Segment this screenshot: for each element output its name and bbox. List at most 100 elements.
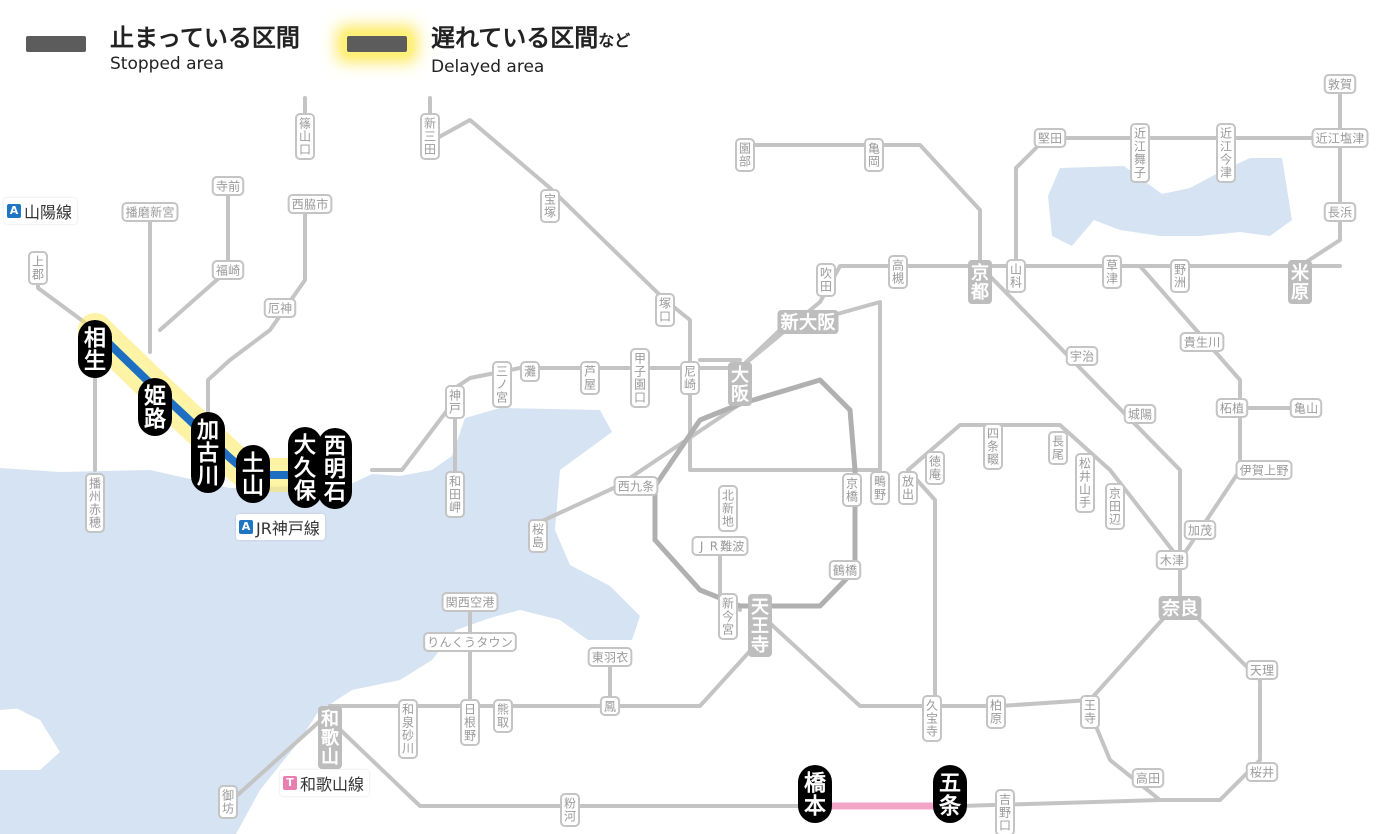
station-kashiwara[interactable]: 柏原 bbox=[986, 695, 1006, 729]
station-box bbox=[78, 320, 112, 378]
station-igaueno[interactable]: 伊賀上野 bbox=[1235, 460, 1293, 480]
station-kyotanabe[interactable]: 京田辺 bbox=[1105, 483, 1125, 530]
station-kibukawa[interactable]: 貴生川 bbox=[1179, 332, 1225, 352]
station-kobe[interactable]: 神戸 bbox=[445, 385, 465, 419]
station-tsukaguchi[interactable]: 塚口 bbox=[655, 293, 675, 327]
station-ashiya[interactable]: 芦屋 bbox=[580, 361, 600, 395]
station-oji[interactable]: 王寺 bbox=[1080, 695, 1100, 729]
station-kitashinchi[interactable]: 北新地 bbox=[718, 485, 738, 532]
station-name-char: 賀 bbox=[1252, 463, 1264, 477]
station-sonobe[interactable]: 園部 bbox=[735, 138, 755, 172]
station-kyoto[interactable]: 京都 bbox=[968, 260, 992, 304]
station-higashihagoromo[interactable]: 東羽衣 bbox=[587, 647, 633, 667]
station-tenri[interactable]: 天理 bbox=[1245, 660, 1279, 680]
station-box bbox=[211, 176, 245, 196]
station-box bbox=[191, 412, 225, 493]
station-sakurai[interactable]: 桜井 bbox=[1245, 762, 1279, 782]
station-name-char: 野 bbox=[999, 806, 1011, 820]
station-okubo[interactable]: 大久保 bbox=[288, 427, 322, 508]
station-tokuan[interactable]: 徳庵 bbox=[925, 451, 945, 485]
station-shinimamiya[interactable]: 新今宮 bbox=[718, 593, 738, 640]
station-wadamisaki[interactable]: 和田岬 bbox=[445, 471, 465, 518]
station-amagasaki[interactable]: 尼崎 bbox=[680, 361, 700, 395]
station-kansaiairport[interactable]: 関西空港 bbox=[441, 592, 499, 612]
station-name-char: 浜 bbox=[1340, 205, 1352, 219]
station-omishiotsu[interactable]: 近江塩津 bbox=[1311, 128, 1369, 148]
station-name-char: 近 bbox=[1134, 127, 1146, 141]
station-nishiwakishi[interactable]: 西脇市 bbox=[287, 194, 333, 214]
station-katata[interactable]: 堅田 bbox=[1033, 128, 1067, 148]
station-kokawa[interactable]: 粉河 bbox=[560, 793, 580, 827]
station-name-char: 柘 bbox=[1220, 401, 1232, 415]
station-takarazuka[interactable]: 宝塚 bbox=[540, 189, 560, 223]
station-kameoka[interactable]: 亀岡 bbox=[864, 138, 884, 172]
station-box bbox=[888, 255, 908, 289]
station-hanaten[interactable]: 放出 bbox=[898, 471, 918, 505]
station-kameyama[interactable]: 亀山 bbox=[1289, 398, 1323, 418]
station-suita[interactable]: 吹田 bbox=[816, 263, 836, 297]
station-yakujin[interactable]: 厄神 bbox=[263, 298, 297, 318]
station-sasayamaguchi[interactable]: 篠山口 bbox=[295, 113, 315, 160]
station-tsuruga[interactable]: 敦賀 bbox=[1323, 74, 1357, 94]
station-uji[interactable]: 宇治 bbox=[1065, 346, 1099, 366]
station-nishiakashi[interactable]: 西明石 bbox=[318, 428, 352, 509]
station-name-char: 三 bbox=[424, 130, 436, 144]
station-rinku[interactable]: りんくうタウン bbox=[423, 632, 517, 652]
station-box bbox=[842, 473, 862, 507]
station-name-char: 寺 bbox=[751, 635, 769, 656]
station-name-char: 鶴 bbox=[833, 562, 845, 577]
station-osaka[interactable]: 大阪 bbox=[728, 362, 752, 406]
station-kusatsu[interactable]: 草津 bbox=[1102, 255, 1122, 289]
station-himeji[interactable]: 姫路 bbox=[138, 378, 172, 436]
station-tennoji[interactable]: 天王寺 bbox=[748, 594, 772, 657]
station-shijonawate[interactable]: 四条畷 bbox=[983, 423, 1003, 470]
station-doyama[interactable]: 土山 bbox=[236, 445, 270, 503]
station-sannomiya[interactable]: 三ノ宮 bbox=[492, 361, 512, 408]
station-otori[interactable]: 鳳 bbox=[599, 696, 621, 716]
station-nagao[interactable]: 長尾 bbox=[1048, 431, 1068, 465]
legend-delayed-label-ja: 遅れている区間 bbox=[431, 24, 599, 52]
station-teramae[interactable]: 寺前 bbox=[211, 176, 245, 196]
station-nagahama[interactable]: 長浜 bbox=[1323, 202, 1357, 222]
station-kizu[interactable]: 木津 bbox=[1155, 550, 1189, 570]
station-takatsuki[interactable]: 高槻 bbox=[888, 255, 908, 289]
station-fukusaki[interactable]: 福崎 bbox=[211, 260, 245, 280]
station-kumatori[interactable]: 熊取 bbox=[493, 699, 513, 733]
station-kamo[interactable]: 加茂 bbox=[1183, 520, 1217, 540]
station-hashimoto[interactable]: 橋本 bbox=[798, 765, 832, 823]
station-sakurajima[interactable]: 桜島 bbox=[528, 519, 548, 553]
station-gojo[interactable]: 五条 bbox=[933, 765, 967, 823]
station-jouyou[interactable]: 城陽 bbox=[1123, 404, 1157, 424]
station-kyobashi[interactable]: 京橋 bbox=[842, 473, 862, 507]
station-hineno[interactable]: 日根野 bbox=[460, 699, 480, 746]
station-shinsanda[interactable]: 新三田 bbox=[420, 113, 440, 160]
station-nara[interactable]: 奈良 bbox=[1158, 596, 1202, 620]
station-gobo[interactable]: 御坊 bbox=[218, 785, 238, 819]
station-aioi[interactable]: 相生 bbox=[78, 320, 112, 378]
station-yamashina[interactable]: 山科 bbox=[1006, 259, 1026, 293]
station-name-char: 上 bbox=[32, 255, 44, 269]
station-maibara[interactable]: 米原 bbox=[1288, 260, 1312, 304]
station-shigino[interactable]: 鴫野 bbox=[870, 471, 890, 505]
station-nada[interactable]: 灘 bbox=[520, 361, 540, 382]
station-takada[interactable]: 高田 bbox=[1131, 768, 1165, 788]
station-nishikujo[interactable]: 西九条 bbox=[613, 476, 659, 496]
station-shinosaka[interactable]: 新大阪 bbox=[777, 310, 839, 334]
station-wakayama[interactable]: 和歌山 bbox=[318, 706, 342, 769]
station-kakogawa[interactable]: 加古川 bbox=[191, 412, 225, 493]
station-box bbox=[718, 485, 738, 532]
station-harimashinguu[interactable]: 播磨新宮 bbox=[121, 202, 179, 222]
station-tsuge[interactable]: 柘植 bbox=[1215, 398, 1249, 418]
station-yasu[interactable]: 野洲 bbox=[1170, 259, 1190, 293]
station-yoshinoguchi[interactable]: 吉野口 bbox=[995, 789, 1015, 834]
station-kyuhoji[interactable]: 久宝寺 bbox=[922, 695, 942, 742]
station-tsuruhashi[interactable]: 鶴橋 bbox=[828, 560, 862, 580]
station-kamigori[interactable]: 上郡 bbox=[28, 251, 48, 285]
